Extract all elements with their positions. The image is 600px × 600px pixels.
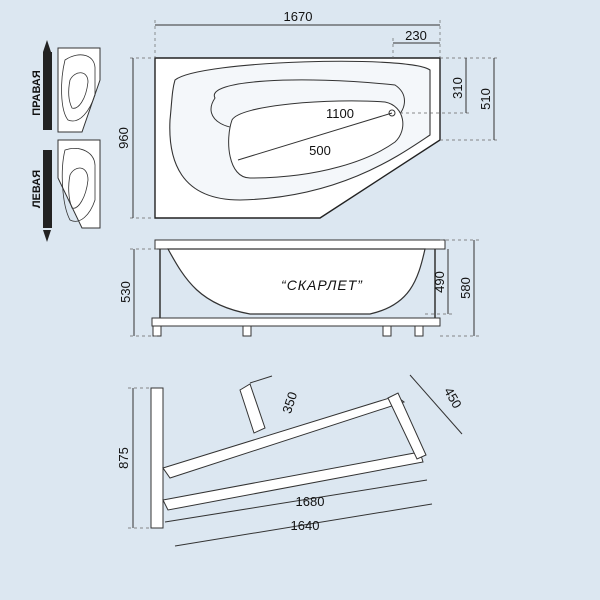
thumbnail-left-outline (57, 139, 101, 229)
frame-leg-short (239, 383, 266, 434)
thumbnail-right-floor (68, 72, 89, 109)
arrow-down-icon (43, 230, 51, 242)
dim-total-height: 580 (458, 277, 473, 299)
thumbnail-right-outline (57, 47, 101, 133)
top-view: 1670 230 960 310 510 1100 500 (116, 9, 500, 219)
frame-post (150, 387, 164, 529)
dim-frame-short: 1640 (291, 518, 320, 533)
dim-inner-width: 500 (309, 143, 331, 158)
label-right-version: ПРАВАЯ (31, 70, 43, 116)
dim-corner-depth-small: 310 (450, 77, 465, 99)
dim-line-frame-cross (409, 374, 463, 435)
thumbnail-right-bowl (61, 54, 96, 122)
orientation-variants: ПРАВАЯ ЛЕВАЯ (31, 40, 101, 242)
bathtub-body-side (166, 248, 426, 315)
frame-leg-cross (387, 392, 427, 460)
foot-3 (382, 325, 392, 337)
frame-beam-upper (162, 395, 406, 479)
dim-line-frame-short (174, 503, 433, 547)
left-version-label-box (43, 150, 52, 228)
foot-4 (414, 325, 424, 337)
frame-view: 875 350 450 1680 1640 (116, 374, 465, 547)
dim-corner-depth-large: 510 (478, 88, 493, 110)
dim-apron-height: 530 (118, 281, 133, 303)
bathtub-rim-side (154, 239, 446, 250)
dim-corner-cut: 230 (405, 28, 427, 43)
right-version-label-box (43, 52, 52, 130)
dim-inner-depth: 490 (432, 271, 447, 293)
model-name: “СКАРЛЕТ” (281, 277, 363, 293)
dim-width: 960 (116, 127, 131, 149)
drain-icon (388, 109, 396, 117)
dim-frame-height: 875 (116, 447, 131, 469)
bathtub-floor-contour (228, 100, 404, 179)
dim-inner-length: 1100 (326, 106, 354, 121)
foot-2 (242, 325, 252, 337)
foot-1 (152, 325, 162, 337)
thumbnail-left-bowl (61, 148, 96, 222)
dim-line-inner-length (237, 112, 393, 161)
dim-total-length: 1670 (284, 9, 313, 24)
dim-line-frame-long (164, 479, 428, 523)
dim-frame-long: 1680 (296, 494, 325, 509)
dim-frame-leg-offset: 350 (279, 390, 300, 415)
thumbnail-left-floor (68, 167, 89, 209)
arrow-up-icon (43, 40, 51, 52)
side-view: “СКАРЛЕТ” 530 490 580 (118, 239, 480, 337)
dim-line-frame-leg-offset (249, 375, 273, 384)
frame-base-rail (151, 317, 441, 327)
frame-beam-lower (162, 451, 424, 511)
label-left-version: ЛЕВАЯ (31, 170, 43, 208)
